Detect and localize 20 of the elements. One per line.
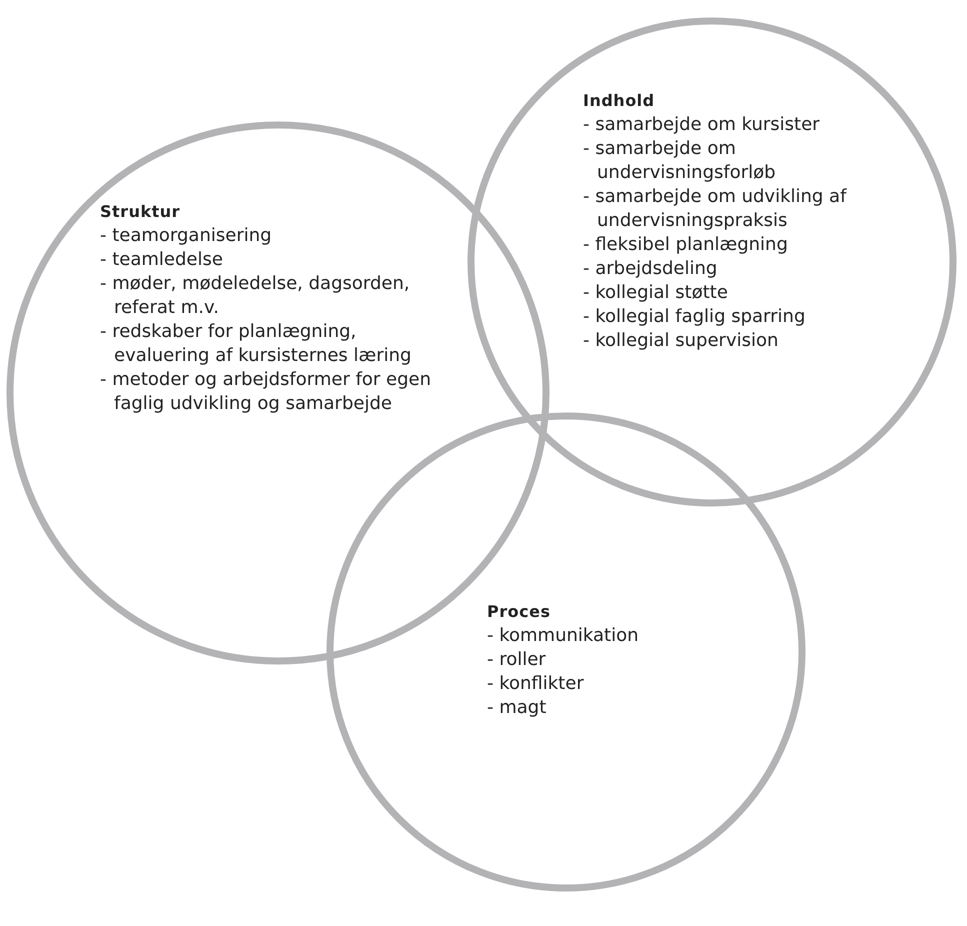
list-item: - teamledelse — [100, 248, 224, 272]
list-item: - metoder og arbejdsformer for egen faglig udvikling og samarbejde — [100, 368, 432, 416]
section-heading: Proces — [487, 601, 552, 623]
list-item: - teamorganisering — [100, 224, 273, 248]
section-heading: Indhold — [583, 90, 656, 112]
section-heading: Struktur — [100, 201, 182, 223]
list-item: - kollegial støtte — [583, 281, 729, 305]
list-item: - samarbejde om udvikling af undervisningspraksis — [583, 185, 848, 233]
list-item: - roller — [487, 648, 547, 672]
list-item: - magt — [487, 696, 548, 720]
list-item: - møder, mødeledelse, dagsorden, referat m.v. — [100, 272, 411, 320]
list-item: - samarbejde om undervisningsforløb — [583, 137, 777, 185]
list-item: - kollegial supervision — [583, 329, 780, 353]
list-item: - kommunikation — [487, 624, 640, 648]
list-item: - redskaber for planlægning, evaluering af kursisternes læring — [100, 320, 412, 368]
list-item: - kollegial faglig sparring — [583, 305, 806, 329]
list-item: - samarbejde om kursister — [583, 113, 821, 137]
list-item: - arbejdsdeling — [583, 257, 718, 281]
list-item: - fleksibel planlægning — [583, 233, 789, 257]
list-item: - konflikter — [487, 672, 585, 696]
